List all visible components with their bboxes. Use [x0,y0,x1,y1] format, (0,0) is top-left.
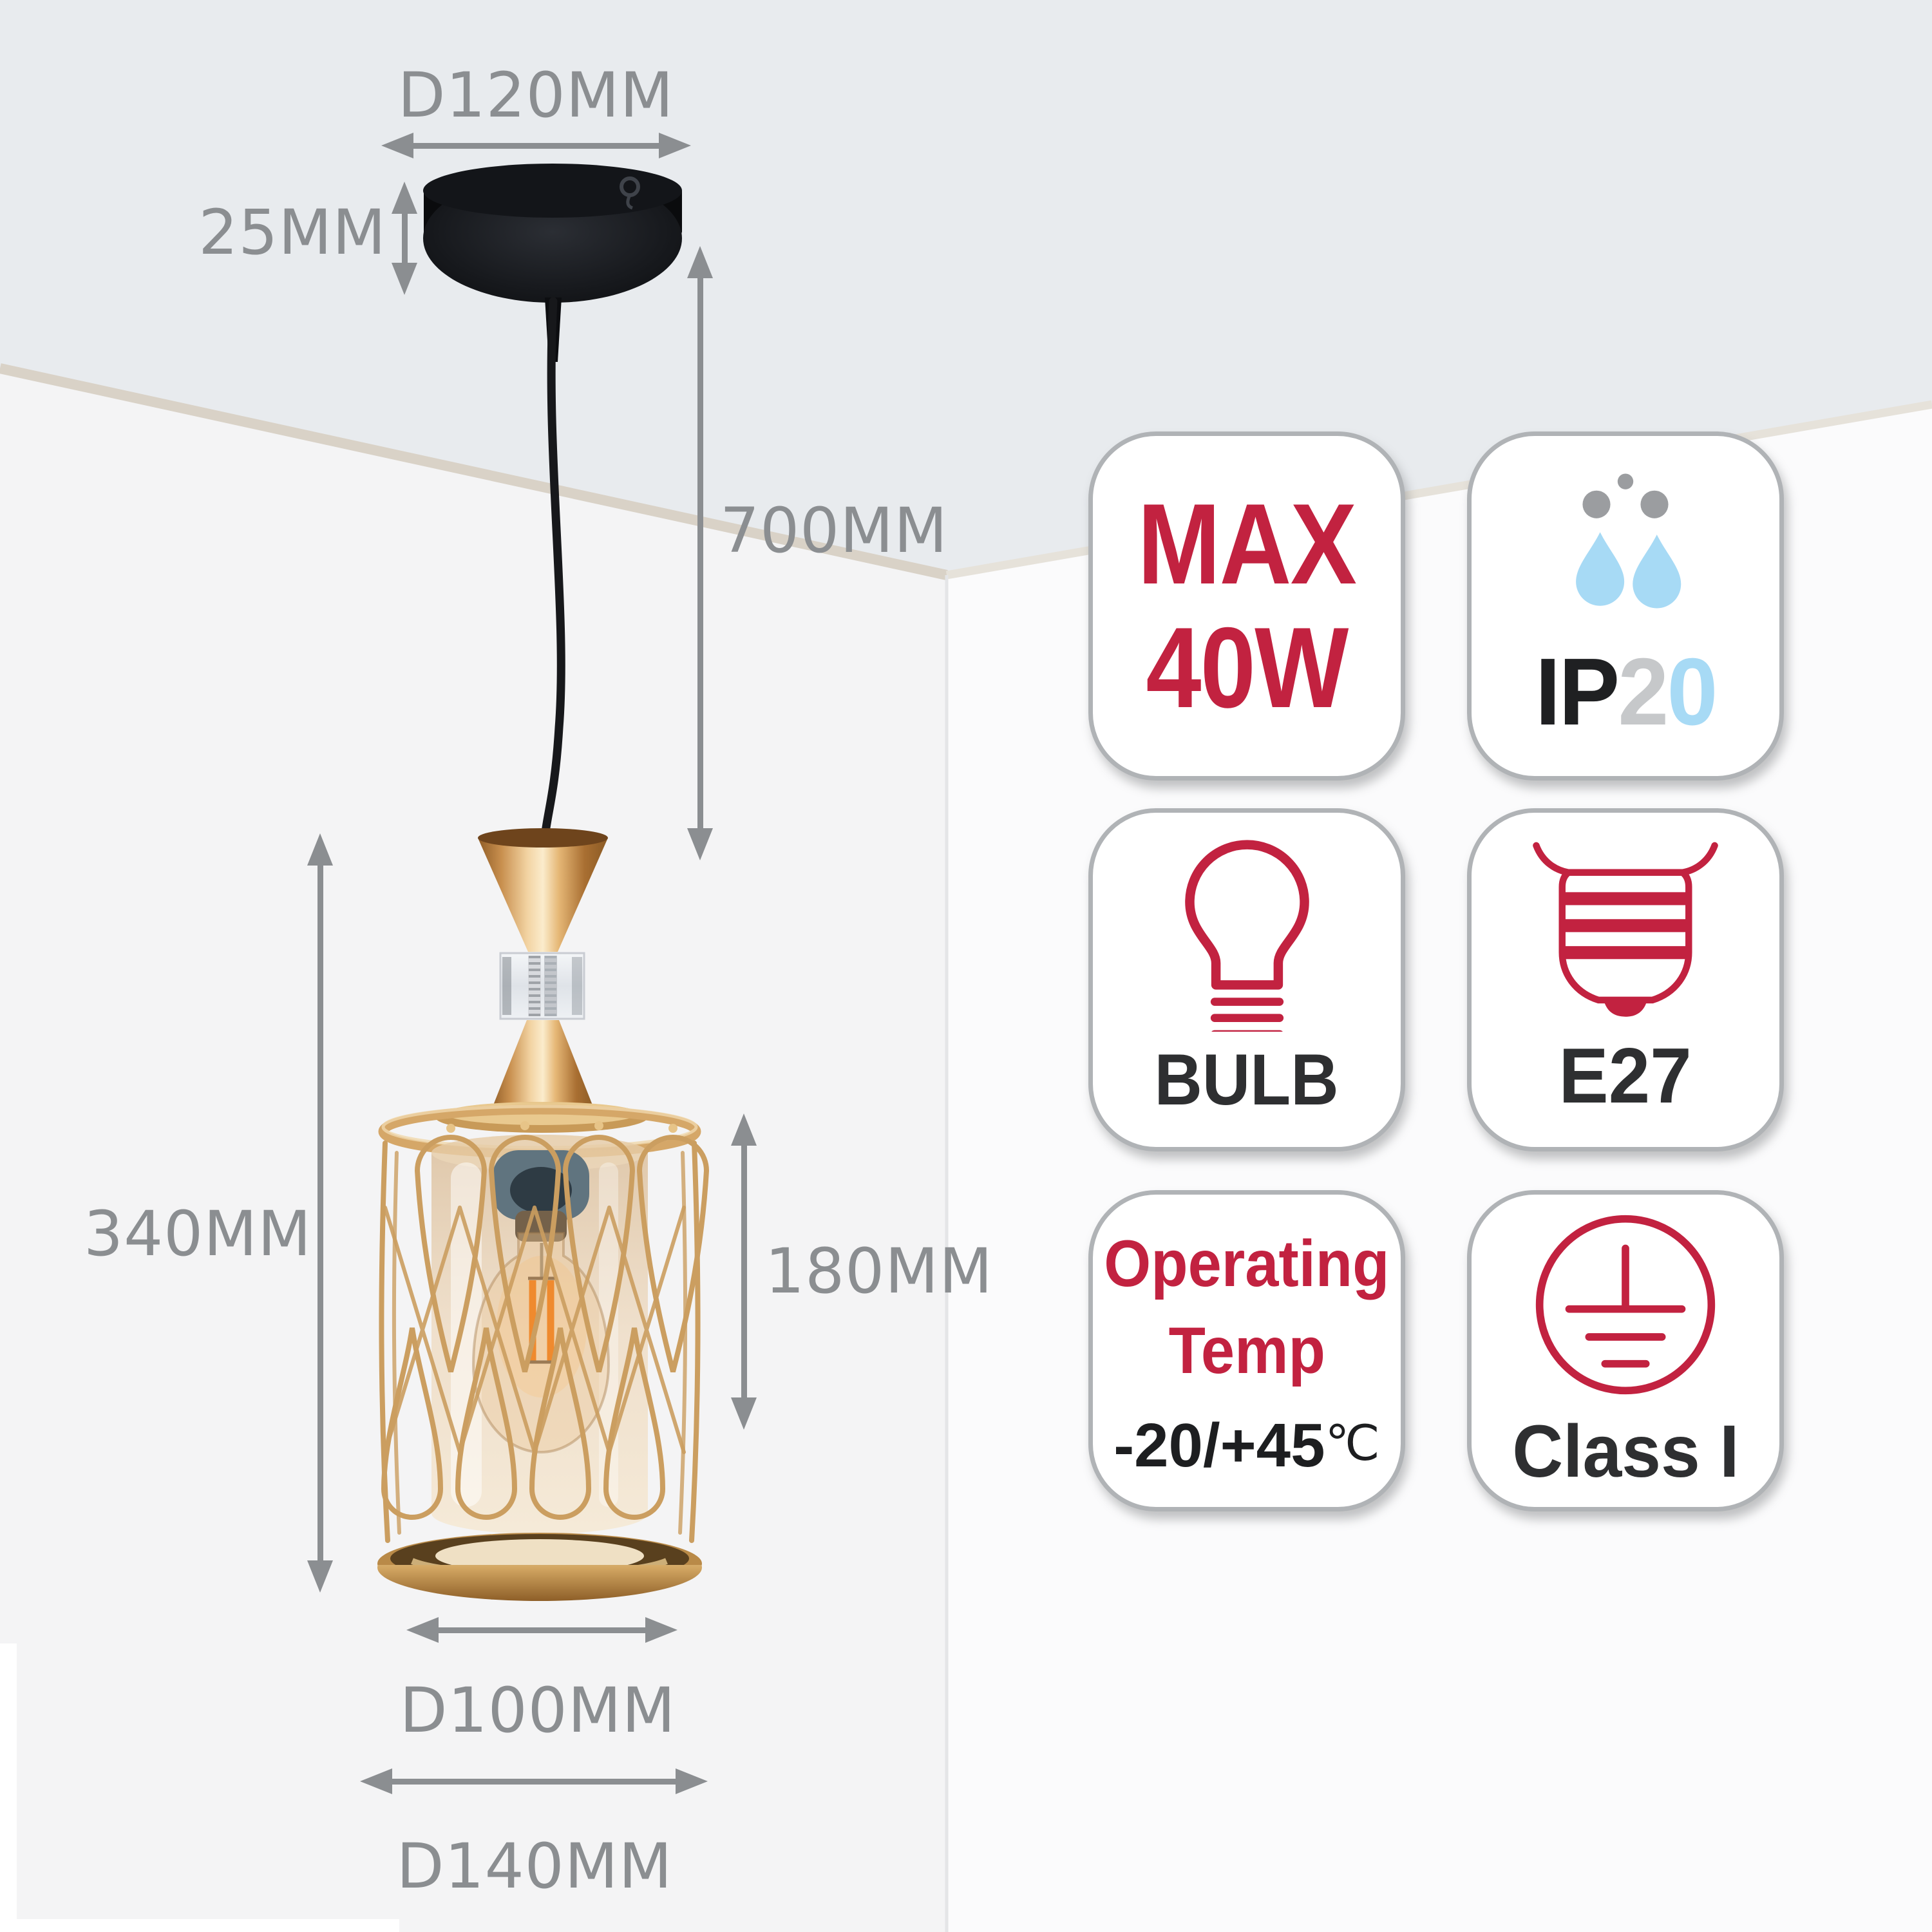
badge-bulb: BULB [1088,808,1405,1151]
badge-max-power: MAX 40W [1088,431,1405,781]
protection-class-label: Class I [1511,1410,1739,1493]
ip-first-digit: 2 [1618,639,1669,745]
floor-strip-bottom [0,1919,399,1932]
e27-socket-icon [1533,842,1718,1017]
shade-height-arrow [731,1113,757,1430]
lamp-base-label: E27 [1558,1031,1692,1119]
cage-wires [379,1121,710,1543]
shade-diameter-arrow [406,1617,677,1643]
ceiling-canopy [423,164,682,362]
frame-diameter-label: D140MM [396,1830,673,1902]
operating-temp-line2: Temp [1168,1313,1325,1387]
cage-bottom-band [377,1533,702,1601]
suspension-length-arrow [687,246,713,860]
max-power-line2: 40W [1146,603,1349,732]
frame-diameter-arrow [360,1768,708,1794]
shade-height-label: 180MM [765,1235,993,1307]
water-drops-icon [1576,473,1681,609]
baseboard-left-strip [0,1643,17,1932]
badge-protection-class: Class I [1467,1190,1784,1511]
operating-temp-line1: Operating [1104,1226,1390,1300]
max-power-line1: MAX [1137,479,1358,608]
crystal-cube [499,952,585,1020]
pendant-lamp [377,164,710,1601]
ceiling-edge-left [0,363,948,580]
bulb-label: BULB [1154,1039,1340,1120]
fixture-height-label: 340MM [84,1198,312,1270]
wall-right [947,404,1932,1932]
shade-diameter-label: D100MM [399,1674,676,1747]
ip-prefix: IP [1535,639,1620,745]
canopy-height-arrow [392,182,417,295]
operating-temp-unit: ℃ [1325,1416,1380,1472]
ip-second-digit: 0 [1667,639,1718,745]
canopy-diameter-arrow [381,133,691,158]
canopy-height-label: 25MM [198,196,386,269]
canopy-diameter-label: D120MM [397,59,674,131]
pendant-cord [540,297,565,842]
badge-operating-temp: Operating Temp -20/+45℃ [1088,1190,1405,1511]
badge-ip-rating: IP20 [1467,431,1784,781]
finial-upper-cone [478,828,608,952]
operating-temp-range: -20/+45 [1113,1411,1325,1481]
ip-rating-text: IP20 [1535,638,1718,747]
class1-ground-icon [1535,1215,1716,1394]
bulb-icon [1184,840,1309,1032]
badge-lamp-base: E27 [1467,808,1784,1151]
fixture-height-arrow [307,833,333,1593]
suspension-length-label: 700MM [720,495,948,567]
operating-temp-value: -20/+45℃ [1113,1410,1380,1481]
